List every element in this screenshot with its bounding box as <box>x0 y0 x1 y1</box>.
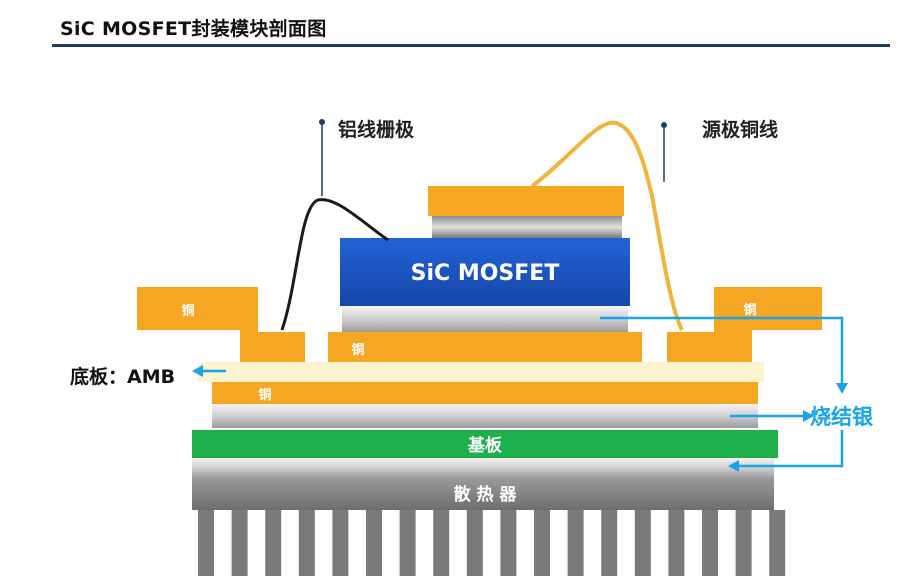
heatsink-label: 散 热 器 <box>454 484 518 505</box>
source-wire-label: 源极铜线 <box>702 118 778 141</box>
heatsink-fin <box>769 510 786 576</box>
copper-label-left: 铜 <box>180 303 194 319</box>
copper-layer-lower <box>212 382 758 404</box>
heatsink-fin <box>735 510 752 576</box>
sinter-layer-middle <box>212 404 758 428</box>
heatsink-fin <box>534 510 550 576</box>
heatsink-fin <box>366 510 382 576</box>
copper-label-center: 铜 <box>350 342 364 358</box>
heatsink-base <box>192 478 774 510</box>
heatsink-fin <box>231 510 248 576</box>
gate-wire-label: 铝线栅极 <box>338 118 415 141</box>
copper-clip-top <box>428 186 624 216</box>
arrow-heads <box>192 365 848 472</box>
baseplate-layer <box>192 430 778 458</box>
copper-pad-left <box>137 287 305 362</box>
chip-label: SiC MOSFET <box>411 261 560 286</box>
heatsink-fin <box>198 510 214 576</box>
heatsink-fin <box>332 510 349 576</box>
copper-pad-center <box>328 332 642 362</box>
sinter-silver-label: 烧结银 <box>810 405 874 429</box>
copper-source-wire <box>530 120 684 331</box>
source-wire-leader-dot <box>661 122 667 128</box>
sinter-arrow-lower <box>736 430 844 468</box>
sinter-arrow-upper <box>600 316 844 386</box>
metal-spacer <box>432 216 622 238</box>
heatsink-fin <box>601 510 618 576</box>
aluminum-gate-wire <box>280 198 389 331</box>
page-title: SiC MOSFET封装模块剖面图 <box>60 18 327 40</box>
heatsink-fin <box>702 510 718 576</box>
amb-substrate-layer <box>198 362 764 382</box>
sinter-arrow-upper-head <box>836 383 848 394</box>
heatsink-fin <box>668 510 685 576</box>
amb-arrow-head <box>192 365 203 377</box>
title-divider <box>52 44 890 47</box>
heatsink-fin <box>466 510 483 576</box>
heatsink-fin <box>500 510 517 576</box>
heatsink-fin <box>433 510 450 576</box>
heatsink <box>192 478 786 576</box>
sinter-arrows <box>200 316 844 468</box>
heatsink-fins <box>198 510 786 576</box>
copper-pad-right <box>667 287 822 362</box>
heatsink-fin <box>634 510 651 576</box>
heatsink-fin <box>265 510 282 576</box>
heatsink-fin <box>567 510 584 576</box>
baseplate-label: 基板 <box>467 435 503 456</box>
gate-wire-leader-dot <box>319 119 325 125</box>
heatsink-fin <box>298 510 315 576</box>
sinter-layer-chip <box>342 306 628 332</box>
sic-mosfet-chip <box>340 238 630 306</box>
heatsink-fin <box>399 510 416 576</box>
copper-label-right: 铜 <box>742 302 756 318</box>
sinter-layer-lower <box>192 458 774 478</box>
sinter-arrow-lower-head <box>728 460 739 472</box>
copper-label-lower: 铜 <box>257 387 271 403</box>
amb-substrate-label: 底板：AMB <box>70 365 175 388</box>
sinter-arrow-middle-head <box>803 410 814 422</box>
